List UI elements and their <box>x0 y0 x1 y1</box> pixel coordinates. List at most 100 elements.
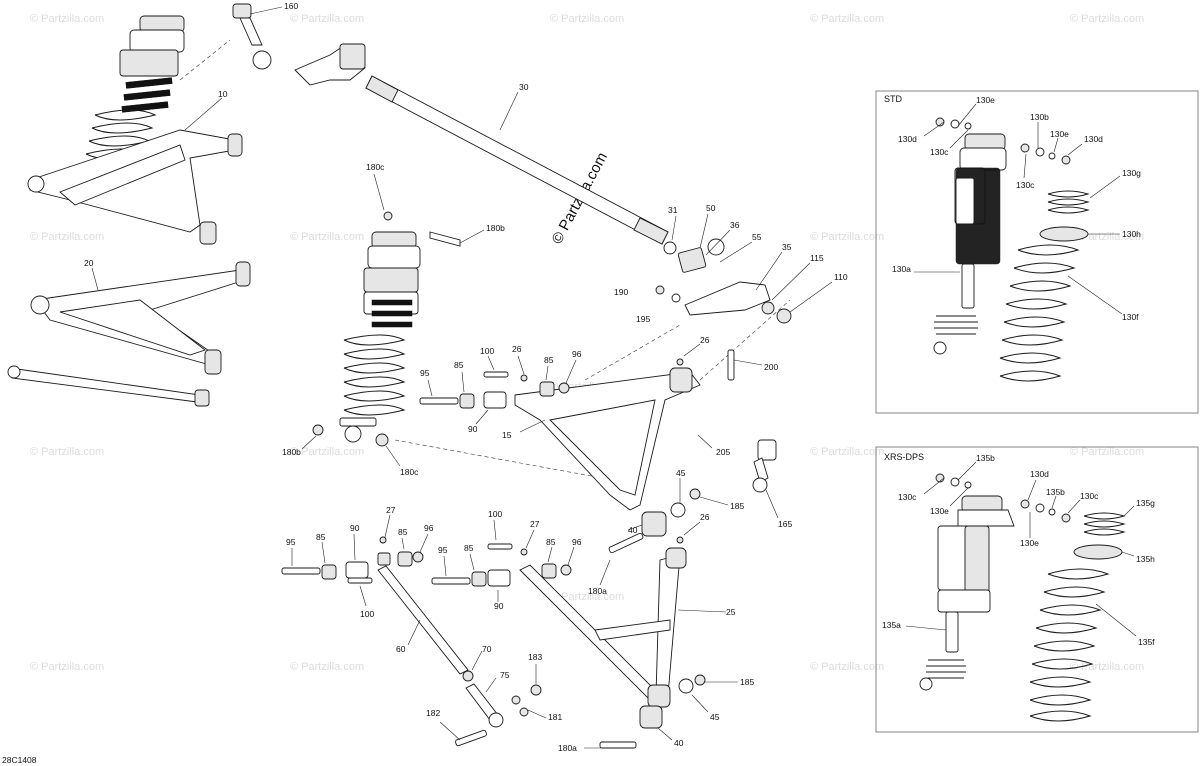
watermark: © Partzilla.com <box>550 13 624 25</box>
watermark: © Partzilla.com <box>810 13 884 25</box>
callout-85b: 85 <box>544 355 554 365</box>
callout-130a: 130a <box>892 264 911 274</box>
bushings-top-row <box>419 343 763 425</box>
bushings-bottom-mid <box>431 519 575 602</box>
watermark: © Partzilla.com <box>1070 446 1144 458</box>
callout-40a: 40 <box>628 525 638 535</box>
callout-20: 20 <box>84 258 94 268</box>
callout-130d-b: 130d <box>1084 134 1103 144</box>
callout-40b: 40 <box>674 738 684 748</box>
callout-181: 181 <box>548 712 562 722</box>
xrs-shock <box>919 495 1015 691</box>
callout-100b: 100 <box>360 609 374 619</box>
std-title: STD <box>884 94 903 104</box>
watermark: © Partzilla.com <box>1070 13 1144 25</box>
watermark: © Partzilla.com <box>810 231 884 243</box>
callout-60: 60 <box>396 644 406 654</box>
watermark: © Partzilla.com <box>30 231 104 243</box>
callout-130b: 130b <box>1030 112 1049 122</box>
callout-45b: 45 <box>710 712 720 722</box>
callout-27b: 27 <box>530 519 540 529</box>
std-shock <box>933 133 1007 355</box>
callout-27a: 27 <box>386 505 396 515</box>
xrs-hardware <box>935 473 1071 523</box>
callout-85d: 85 <box>398 527 408 537</box>
upper-a-arm-10 <box>27 97 243 245</box>
callout-95c: 95 <box>438 545 448 555</box>
callout-180c-bottom: 180c <box>400 467 419 477</box>
callout-180b-bottom: 180b <box>282 447 301 457</box>
callout-135a: 135a <box>882 620 901 630</box>
callout-180b-top: 180b <box>486 223 505 233</box>
callout-130c-a: 130c <box>930 147 949 157</box>
hardware-185-45-40-mid <box>599 478 729 586</box>
watermark: © Partzilla.com <box>290 13 364 25</box>
callout-90b: 90 <box>350 523 360 533</box>
callout-85c: 85 <box>316 532 326 542</box>
callout-15: 15 <box>502 430 512 440</box>
callout-183: 183 <box>528 652 542 662</box>
xrs-panel: XRS-DPS <box>875 446 1199 733</box>
watermark: © Partzilla.com <box>30 661 104 673</box>
callout-26c: 26 <box>700 512 710 522</box>
callout-26a: 26 <box>700 335 710 345</box>
callout-130c-b: 130c <box>1016 180 1035 190</box>
callout-110: 110 <box>834 272 848 282</box>
watermark: © Partzilla.com <box>30 446 104 458</box>
callout-135f: 135f <box>1138 637 1155 647</box>
watermark: © Partzilla.com <box>810 661 884 673</box>
watermark: © Partzilla.com <box>1070 661 1144 673</box>
watermark: © Partzilla.com <box>810 446 884 458</box>
callout-135b-a: 135b <box>976 453 995 463</box>
callout-100c: 100 <box>488 509 502 519</box>
callout-200: 200 <box>764 362 778 372</box>
xrs-spring <box>1029 512 1126 722</box>
xrs-frame <box>875 446 1199 733</box>
callout-90c: 90 <box>494 601 504 611</box>
callout-75: 75 <box>500 670 510 680</box>
upper-a-arm-15 <box>514 299 791 537</box>
tie-rod-left <box>7 365 210 407</box>
callout-45a: 45 <box>676 468 686 478</box>
lower-a-arm-20 <box>30 261 251 375</box>
callout-96b: 96 <box>424 523 434 533</box>
watermark: © Partzilla.com <box>30 13 104 25</box>
callout-135h: 135h <box>1136 554 1155 564</box>
callout-135b-b: 135b <box>1046 487 1065 497</box>
callout-135g: 135g <box>1136 498 1155 508</box>
callout-205: 205 <box>716 447 730 457</box>
std-leaders <box>914 103 1123 315</box>
callout-labels: 10 20 30 160 180c 180b 180b 180c 31 50 3… <box>2 1 1155 765</box>
callout-130d-a: 130d <box>898 134 917 144</box>
callout-130h: 130h <box>1122 229 1141 239</box>
shaft-30 <box>365 75 669 245</box>
callout-70: 70 <box>482 644 492 654</box>
callout-130g: 130g <box>1122 168 1141 178</box>
callout-96a: 96 <box>572 349 582 359</box>
callout-50: 50 <box>706 203 716 213</box>
callout-130e-b: 130e <box>1050 129 1069 139</box>
callout-85f: 85 <box>546 537 556 547</box>
callout-95b: 95 <box>286 537 296 547</box>
std-panel: STD <box>875 90 1199 414</box>
watermark: © Partzilla.com <box>290 231 364 243</box>
watermark: © Partzilla.com <box>290 446 364 458</box>
top-left-shock-assembly <box>82 15 231 173</box>
callout-130e-x1: 130e <box>930 506 949 516</box>
steering-yoke <box>294 43 366 86</box>
callout-190: 190 <box>614 287 628 297</box>
callout-182: 182 <box>426 708 440 718</box>
callout-30: 30 <box>519 82 529 92</box>
callout-180a-bottom: 180a <box>558 743 577 753</box>
callout-25: 25 <box>726 607 736 617</box>
callout-115: 115 <box>810 253 824 263</box>
callout-130c-x1: 130c <box>898 492 917 502</box>
xrs-leaders <box>905 461 1137 637</box>
callout-36: 36 <box>730 220 740 230</box>
callout-31: 31 <box>668 205 678 215</box>
callout-180a-mid: 180a <box>588 586 607 596</box>
callout-180c-top: 180c <box>366 162 385 172</box>
std-frame <box>875 90 1199 414</box>
watermark: © Partzilla.com <box>550 591 624 603</box>
